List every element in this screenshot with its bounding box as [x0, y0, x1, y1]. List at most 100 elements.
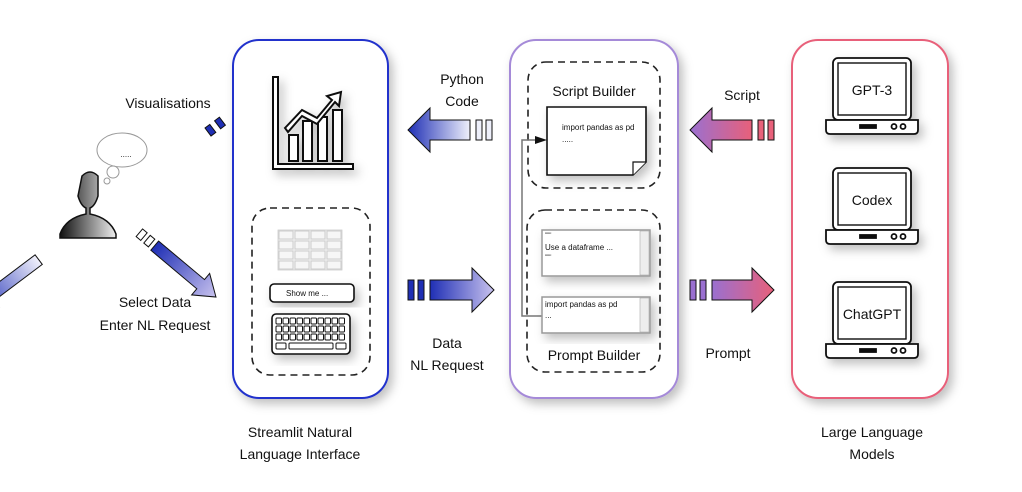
interface-panel: [232, 39, 389, 399]
table-cell: [310, 240, 326, 250]
interface-caption-1: Streamlit Natural: [248, 424, 352, 440]
thought-text: .....: [120, 150, 131, 159]
table-cell: [326, 260, 342, 270]
prompt-builder-title: Prompt Builder: [548, 347, 641, 363]
nl-request-input[interactable]: [269, 283, 355, 303]
key: [303, 333, 310, 341]
prompt-arrow: [689, 266, 775, 314]
table-cell: [278, 240, 294, 250]
key: [296, 325, 303, 333]
key: [324, 333, 331, 341]
script-arrow: [689, 106, 775, 154]
input-arrow: [135, 228, 217, 298]
laptop-codex: [825, 167, 919, 245]
laptop-gpt-3: [825, 57, 919, 135]
key: [338, 333, 345, 341]
interface-caption-2: Language Interface: [240, 446, 361, 462]
key: [282, 325, 289, 333]
script-label: Script: [724, 87, 760, 103]
table-cell: [310, 230, 326, 240]
key: [275, 342, 287, 350]
chart-icon: [272, 76, 354, 170]
key: [331, 325, 338, 333]
prompt-builder: [526, 209, 661, 373]
python-label: Python: [440, 71, 484, 87]
key: [303, 325, 310, 333]
nl-request-text: Show me ...: [286, 289, 328, 298]
key: [275, 333, 282, 341]
table-cell: [278, 260, 294, 270]
model-name: Codex: [852, 192, 892, 208]
keyboard-icon: [271, 313, 351, 355]
script-feedback-connector: [521, 139, 544, 317]
key: [317, 325, 324, 333]
table-cell: [310, 260, 326, 270]
table-cell: [294, 260, 310, 270]
prompt-code-line-2: ...: [545, 311, 552, 320]
prompt-code-line-1: import pandas as pd: [545, 300, 618, 309]
key: [275, 317, 282, 325]
key: [275, 325, 282, 333]
key: [289, 325, 296, 333]
key: [335, 342, 347, 350]
user-icon: .....: [59, 132, 148, 239]
scrollbar[interactable]: [639, 230, 650, 276]
key: [324, 317, 331, 325]
key: [324, 325, 331, 333]
table-cell: [326, 240, 342, 250]
visualisations-label: Visualisations: [125, 95, 210, 111]
prompt-textarea-2[interactable]: [541, 296, 651, 334]
table-cell: [326, 250, 342, 260]
input-group: [251, 207, 371, 376]
table-cell: [310, 250, 326, 260]
key: [338, 325, 345, 333]
script-line-1: import pandas as pd: [562, 123, 635, 132]
table-cell: [294, 250, 310, 260]
script-builder-title: Script Builder: [552, 83, 636, 99]
key: [289, 317, 296, 325]
python-code-arrow: [407, 106, 493, 154]
key: [296, 333, 303, 341]
prompt-label: Prompt: [705, 345, 750, 361]
code-label: Code: [445, 93, 479, 109]
key: [331, 317, 338, 325]
prompt-quote-open: """: [545, 233, 551, 239]
key: [282, 333, 289, 341]
laptop-chatgpt: [825, 281, 919, 359]
table-cell: [294, 230, 310, 240]
prompt-text-1: Use a dataframe ...: [545, 243, 613, 252]
data-label: Data: [432, 335, 462, 351]
key: [310, 325, 317, 333]
select-data-label: Select Data: [119, 294, 192, 310]
table-cell: [294, 240, 310, 250]
prompt-textarea-1[interactable]: [541, 229, 651, 277]
key: [317, 317, 324, 325]
model-name: ChatGPT: [843, 306, 902, 322]
script-line-2: .....: [562, 135, 573, 144]
visualisations-arrow: [0, 116, 227, 309]
table-cell: [278, 230, 294, 240]
key: [303, 317, 310, 325]
data-arrow: [407, 266, 495, 314]
key: [331, 333, 338, 341]
key: [282, 317, 289, 325]
table-cell: [278, 250, 294, 260]
key: [296, 317, 303, 325]
script-builder: [527, 61, 661, 189]
enter-nl-request-label: Enter NL Request: [100, 317, 211, 333]
prompt-quote-close: """: [545, 255, 551, 261]
scrollbar[interactable]: [639, 297, 650, 333]
key: [338, 317, 345, 325]
key: [289, 333, 296, 341]
table-cell: [326, 230, 342, 240]
nl-request-label: NL Request: [410, 357, 484, 373]
models-caption-1: Large Language: [821, 424, 923, 440]
key: [310, 317, 317, 325]
models-caption-2: Models: [849, 446, 894, 462]
key: [310, 333, 317, 341]
key: [317, 333, 324, 341]
spacebar-key: [288, 342, 334, 350]
model-name: GPT-3: [852, 82, 893, 98]
